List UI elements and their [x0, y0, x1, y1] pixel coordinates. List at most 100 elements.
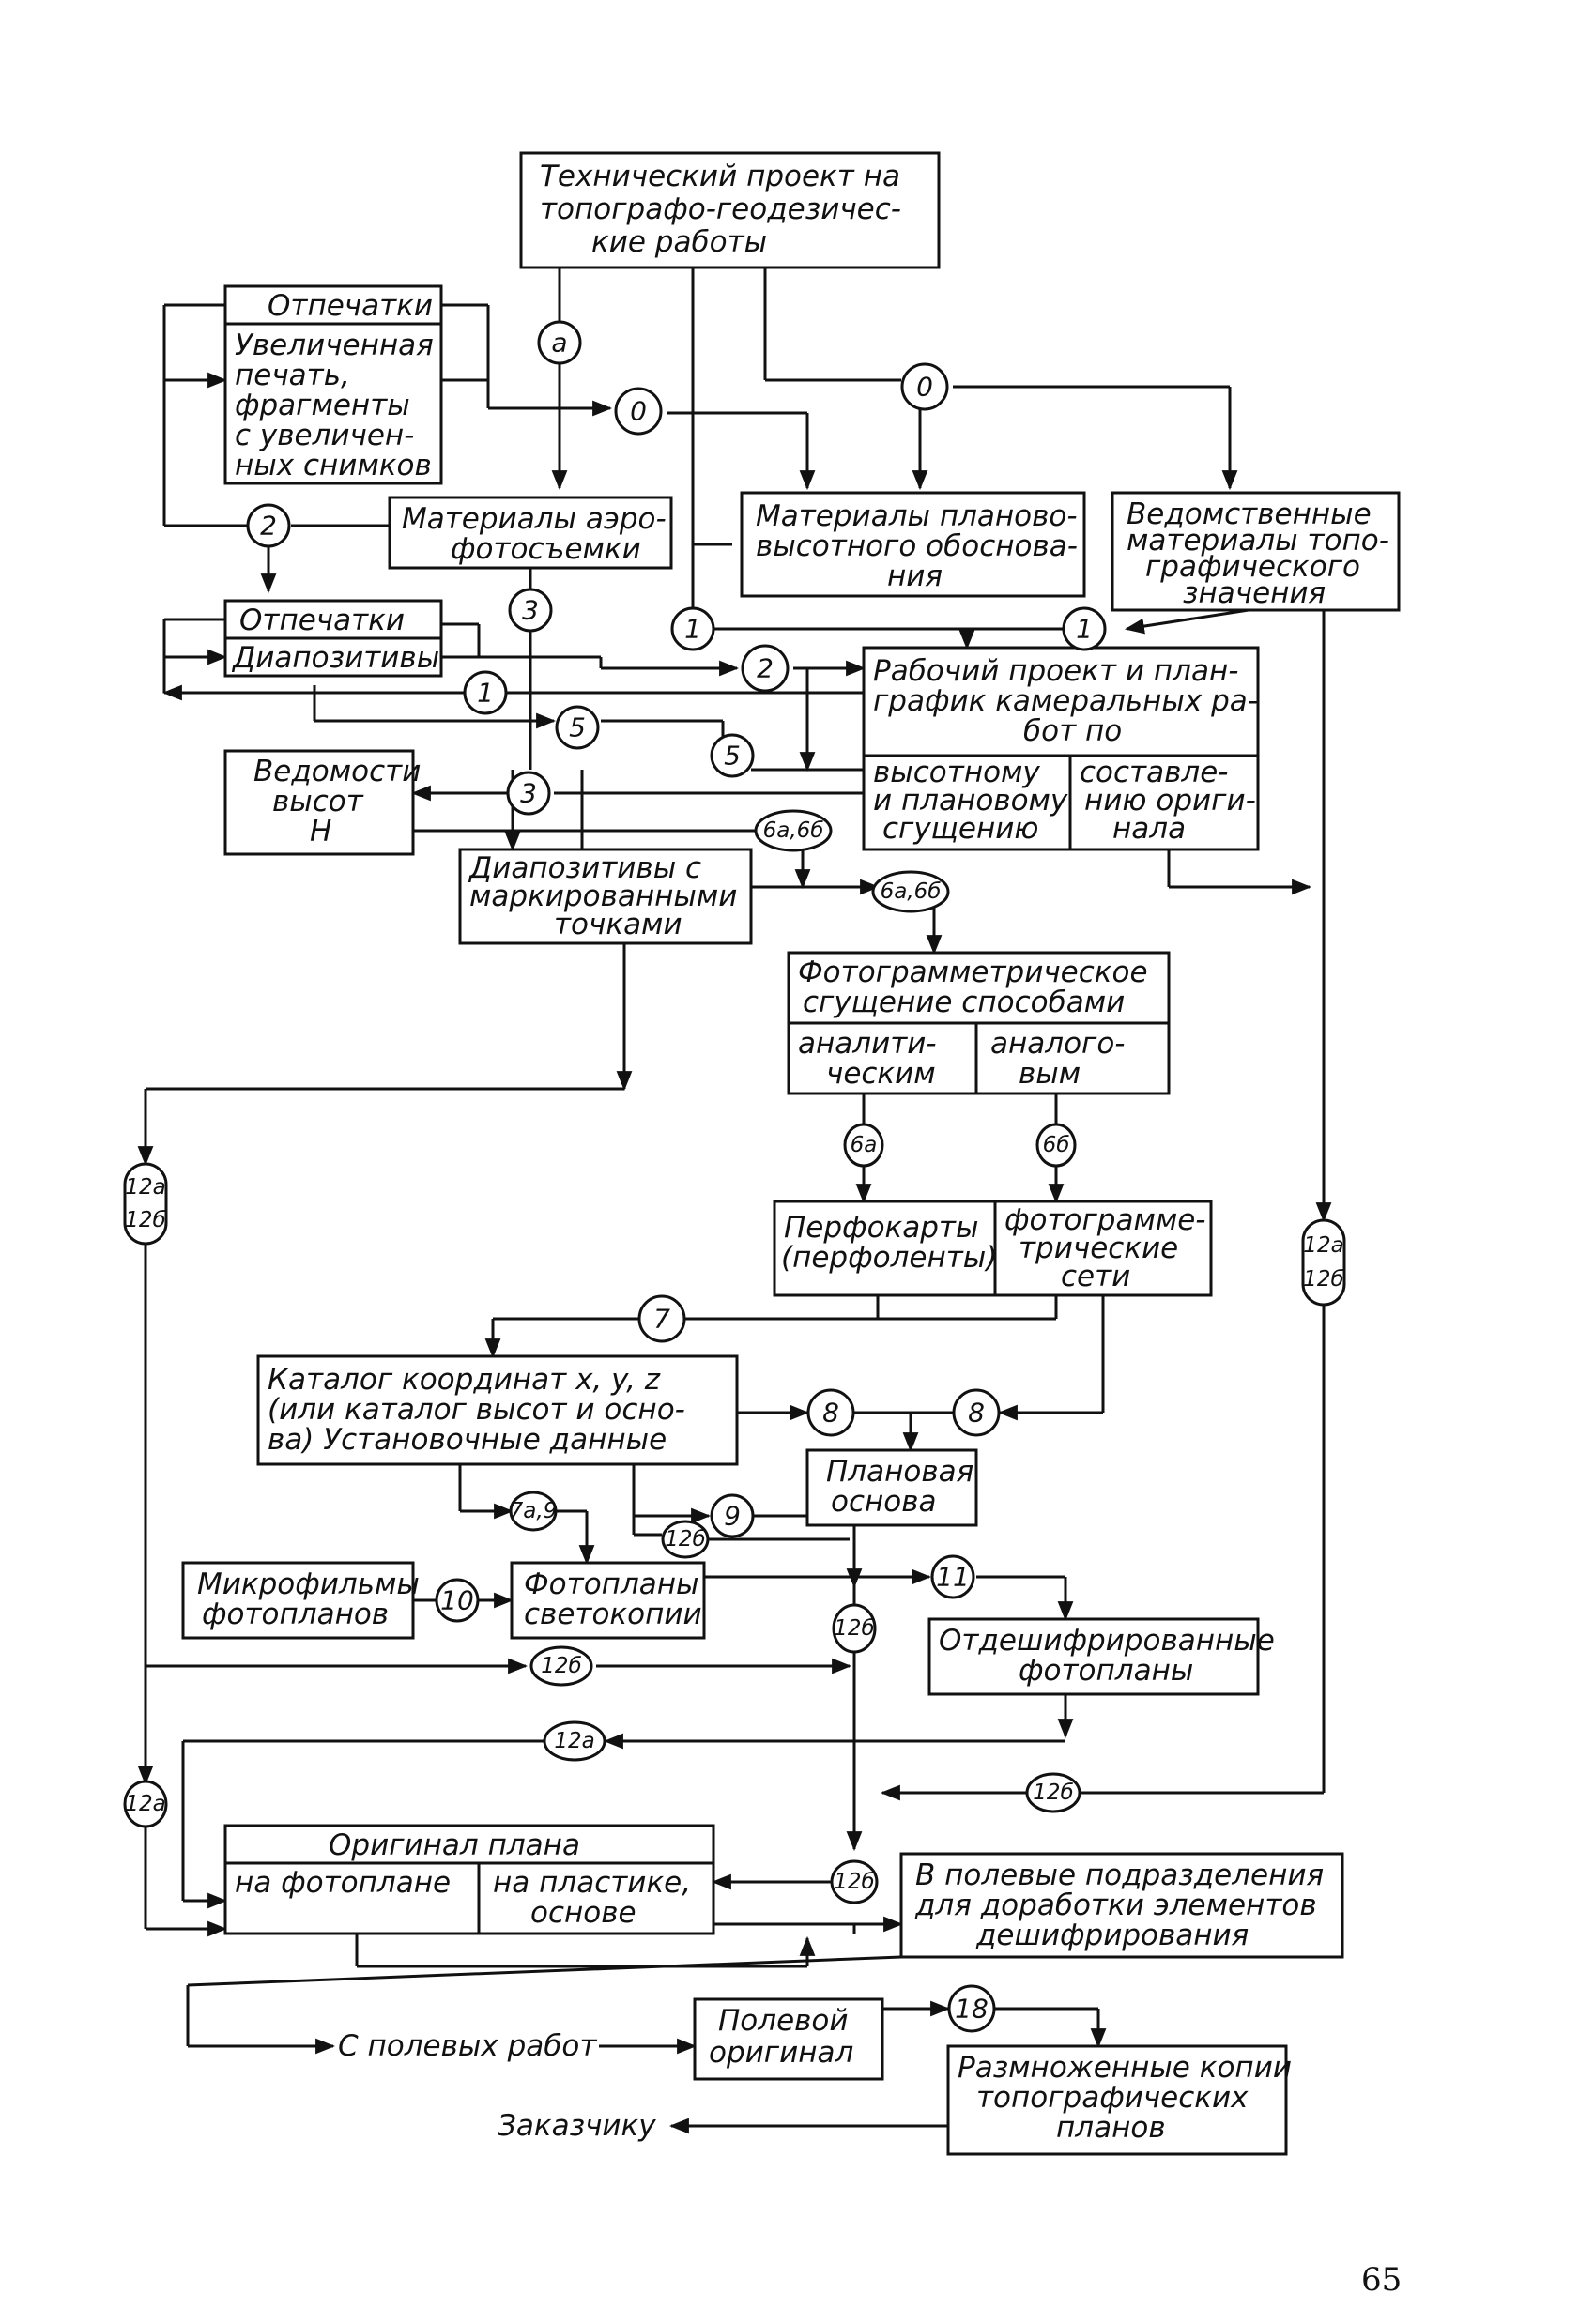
- photogram-right-line-2: вым: [1019, 1057, 1081, 1091]
- connectors: [137, 268, 1332, 2134]
- tech-project-line-3: кие работы: [591, 225, 767, 259]
- circle-8-right: 8: [968, 1398, 985, 1429]
- work-project-line-2: график камеральных ра-: [873, 684, 1258, 718]
- circle-12a-right: 12а: [1303, 1233, 1343, 1258]
- enlarged-line-2: печать,: [235, 359, 350, 392]
- circle-1-left: 1: [477, 678, 494, 709]
- circle-6b: 6б: [1043, 1133, 1070, 1157]
- nets-line-2: трические: [1019, 1231, 1178, 1265]
- prints-enlarged-box: Отпечатки Увеличенная печать, фрагменты …: [223, 284, 443, 485]
- circle-6ab-bottom: 6а,6б: [881, 879, 942, 904]
- circle-12b-left: 12б: [125, 1208, 165, 1232]
- enlarged-line-3: фрагменты: [235, 389, 410, 422]
- decoded-photoplans-box: Отдешифрированные фотопланы: [927, 1617, 1275, 1696]
- decoded-line-1: Отдешифрированные: [939, 1624, 1275, 1658]
- circle-2-mid: 2: [757, 653, 774, 684]
- original-plan-box: Оригинал плана на фотоплане на пластике,…: [223, 1824, 715, 1935]
- circle-12b-original: 12б: [834, 1870, 874, 1894]
- height-lists-box: Ведомости высот Н: [223, 749, 421, 856]
- circle-9: 9: [724, 1501, 741, 1532]
- marked-line-3: точками: [554, 908, 682, 941]
- circle-0-right: 0: [916, 372, 933, 403]
- prints-mid-label: Отпечатки: [239, 604, 405, 637]
- plan-height-materials-box: Материалы планово- высотного обоснова- н…: [740, 491, 1086, 598]
- circle-2-left: 2: [260, 511, 277, 542]
- original-right-line-2: основе: [530, 1896, 636, 1930]
- circle-12b-right: 12б: [1303, 1267, 1343, 1292]
- aerial-materials-box: Материалы аэро- фотосъемки: [388, 496, 673, 570]
- catalog-line-3: ва) Установочные данные: [268, 1423, 667, 1457]
- microfilms-box: Микрофильмы фотопланов: [181, 1561, 420, 1640]
- copies-line-1: Размноженные копии: [958, 2051, 1292, 2085]
- work-project-line-3: бот по: [1023, 714, 1122, 748]
- field-original-line-2: оригинал: [709, 2036, 853, 2070]
- dept-line-3: графического: [1145, 550, 1360, 584]
- nets-line-1: фотограмме-: [1004, 1203, 1206, 1237]
- dept-line-1: Ведомственные: [1127, 497, 1372, 531]
- circle-a: а: [551, 328, 567, 359]
- copies-line-3: планов: [1056, 2111, 1166, 2145]
- photogram-box: Фотограмметрическое сгущение способами а…: [787, 951, 1171, 1095]
- plan-height-line-2: высотного обоснова-: [756, 529, 1078, 563]
- circle-3-top: 3: [522, 595, 539, 626]
- microfilms-line-1: Микрофильмы: [197, 1567, 420, 1601]
- catalog-line-2: (или каталог высот и осно-: [268, 1393, 685, 1427]
- field-units-line-2: для доработки элементов: [914, 1888, 1317, 1922]
- photoplans-box: Фотопланы светокопии: [510, 1561, 706, 1640]
- dept-materials-box: Ведомственные материалы топо- графическо…: [1111, 491, 1401, 612]
- work-right-line-3: нала: [1112, 812, 1186, 846]
- marked-diapositives-box: Диапозитивы с маркированными точками: [458, 848, 753, 945]
- tech-project-line-1: Технический проект на: [540, 160, 900, 193]
- circle-6ab-top: 6а,6б: [763, 818, 824, 843]
- photoplans-line-2: светокопии: [524, 1598, 702, 1631]
- copies-box: Размноженные копии топографических плано…: [946, 2044, 1292, 2156]
- original-title: Оригинал плана: [329, 1828, 580, 1862]
- circle-18: 18: [955, 1994, 989, 2025]
- work-project-line-1: Рабочий проект и план-: [873, 654, 1238, 688]
- height-lists-line-3: Н: [310, 815, 331, 849]
- circle-12b-right-low: 12б: [1033, 1781, 1073, 1805]
- height-lists-line-2: высот: [272, 785, 364, 818]
- circle-5-right: 5: [724, 741, 741, 772]
- work-left-line-2: и плановому: [873, 784, 1068, 818]
- aerial-line-2: фотосъемки: [451, 532, 641, 566]
- plan-height-line-1: Материалы планово-: [756, 499, 1078, 533]
- field-units-line-3: дешифрирования: [975, 1919, 1249, 1952]
- photogram-right-line-1: аналого-: [990, 1027, 1125, 1061]
- tech-project-line-2: топографо-геодезичес-: [540, 192, 901, 226]
- marked-line-2: маркированными: [469, 879, 737, 913]
- circle-12a-left: 12а: [125, 1175, 165, 1200]
- circle-12b-vertical: 12б: [834, 1616, 874, 1641]
- work-right-line-2: нию ориги-: [1084, 784, 1256, 818]
- circle-12b-middle: 12б: [541, 1654, 581, 1678]
- tech-project-box: Технический проект на топографо-геодезич…: [519, 151, 941, 269]
- original-right-line-1: на пластике,: [493, 1866, 691, 1900]
- prints-top-title: Отпечатки: [268, 289, 433, 323]
- photogram-line-2: сгущение способами: [803, 986, 1125, 1019]
- circle-1-right: 1: [1076, 614, 1093, 645]
- work-project-box: Рабочий проект и план- график камеральны…: [862, 646, 1260, 851]
- enlarged-line-4: с увеличен-: [235, 419, 414, 452]
- from-field-label: С полевых работ: [338, 2029, 597, 2063]
- to-customer-label: Заказчику: [498, 2109, 656, 2143]
- photoplans-line-1: Фотопланы: [524, 1567, 699, 1601]
- work-left-line-3: сгущению: [882, 812, 1038, 846]
- aerial-line-1: Материалы аэро-: [402, 502, 667, 536]
- circle-1-mid: 1: [684, 614, 701, 645]
- dept-line-2: материалы топо-: [1127, 524, 1389, 558]
- field-units-box: В полевые подразделения для доработки эл…: [899, 1852, 1344, 1959]
- circle-7a9: 7а,9: [510, 1499, 558, 1523]
- plan-basis-line-1: Плановая: [826, 1455, 973, 1489]
- circle-markers: а 0 0 2 3 1 1 2 1 5 5 3 6а,6б 6а,6б 6а 6…: [123, 320, 1346, 2033]
- circle-0-left: 0: [630, 396, 647, 427]
- field-original-line-1: Полевой: [718, 2004, 849, 2038]
- circle-5-top: 5: [569, 712, 586, 743]
- plan-basis-line-2: основа: [831, 1485, 937, 1519]
- circle-12a-middle: 12а: [554, 1729, 594, 1753]
- catalog-line-1: Каталог координат x, y, z: [268, 1363, 661, 1397]
- dept-line-4: значения: [1183, 576, 1326, 610]
- microfilms-line-2: фотопланов: [202, 1598, 389, 1631]
- decoded-line-2: фотопланы: [1019, 1654, 1193, 1688]
- copies-line-2: топографических: [976, 2081, 1249, 2115]
- enlarged-line-5: ных снимков: [235, 449, 432, 482]
